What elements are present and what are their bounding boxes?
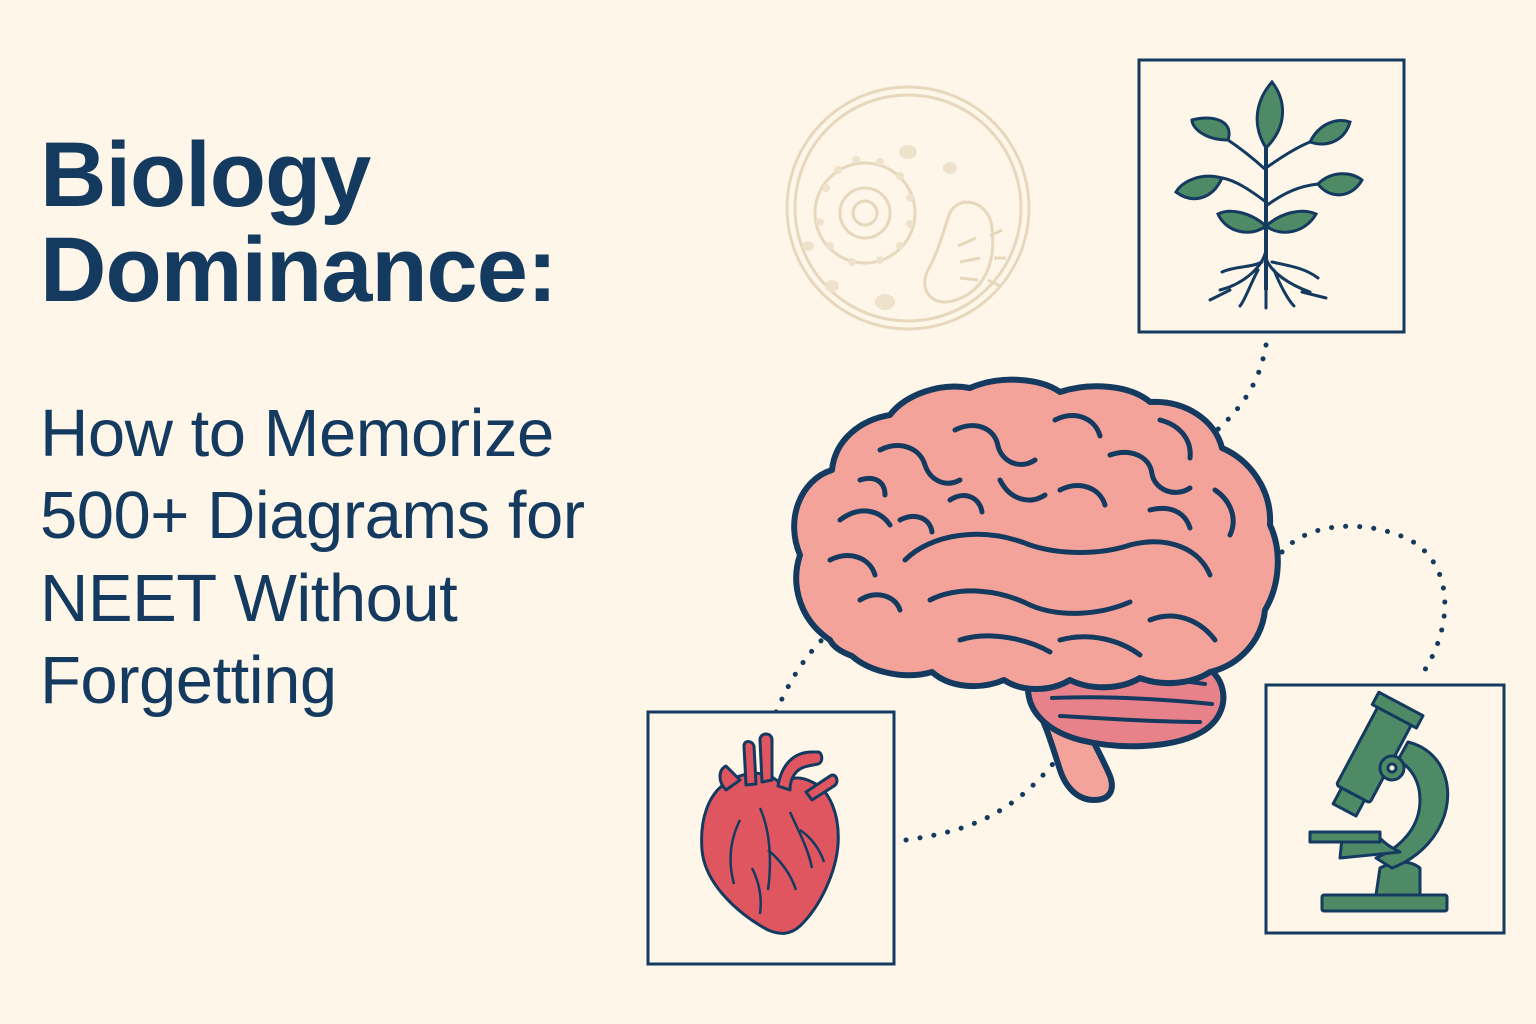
microscope-icon [1308,690,1450,913]
title-line-2: Dominance: [40,218,558,321]
microscope-card [1264,683,1506,935]
connector-microscope [1279,523,1448,683]
plant-icon [1174,79,1364,310]
page-title: Biology Dominance: [40,124,558,321]
connector-heart-bottom [903,752,1063,843]
subtitle-line-1: How to Memorize [40,396,554,471]
page-subtitle: How to Memorize 500+ Diagrams for NEET W… [40,393,585,723]
title-line-1: Biology [40,124,371,226]
subtitle-line-4: Forgetting [40,643,337,719]
cerebrum [791,376,1281,692]
connector-plant [1212,342,1269,435]
brain-icon [791,376,1281,803]
connector-heart-brain [773,629,833,715]
cell-icon [785,85,1031,331]
subtitle-line-2: 500+ Diagrams for [40,478,585,554]
subtitle-line-3: NEET Without [40,560,458,636]
dotted-connectors [773,342,1448,843]
heart-icon [700,732,840,935]
plant-card [1137,58,1406,334]
heart-card [646,710,896,966]
